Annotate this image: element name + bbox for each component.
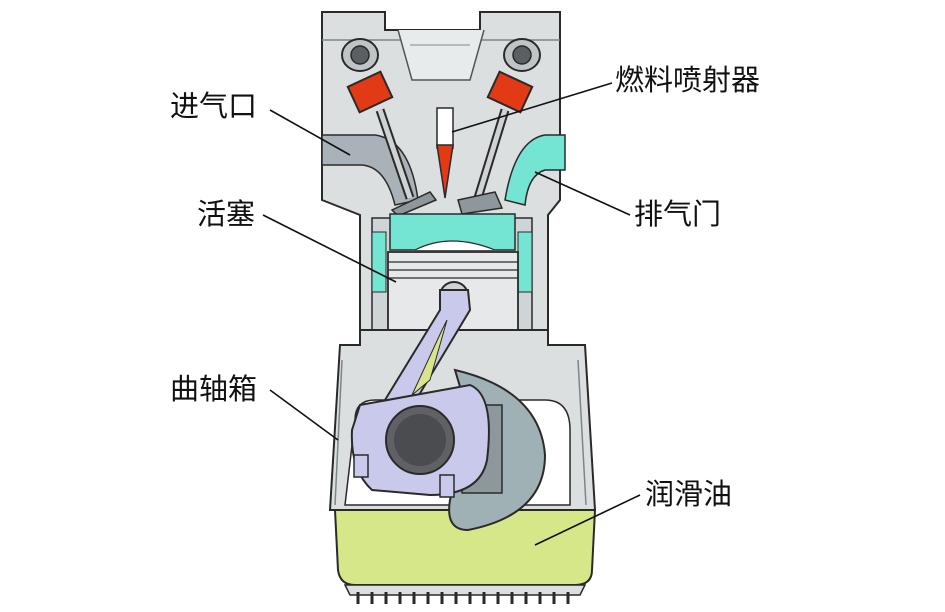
label-piston: 活塞 <box>197 197 256 231</box>
leader-exhaust-valve <box>534 171 631 216</box>
leader-intake-port <box>269 109 351 156</box>
fuel-injector-icon <box>436 107 454 199</box>
camshaft-icon <box>341 38 379 72</box>
label-intake-port: 进气口 <box>170 89 258 123</box>
connecting-rod-icon <box>350 289 490 498</box>
label-fuel-injector: 燃料喷射器 <box>615 63 761 97</box>
leader-lubricating-oil <box>534 494 641 546</box>
camshaft-icon <box>503 38 541 72</box>
label-crankcase: 曲轴箱 <box>170 372 258 406</box>
label-lubricating-oil: 润滑油 <box>645 477 733 511</box>
valve-icon <box>346 70 438 217</box>
leader-lines <box>262 82 641 546</box>
label-exhaust-valve: 排气门 <box>634 197 722 231</box>
leader-fuel-injector <box>451 82 613 133</box>
valve-icon <box>457 70 534 215</box>
leader-crankcase <box>269 389 339 441</box>
exhaust-port-channel <box>504 134 566 206</box>
oil-pan-fins <box>343 584 587 604</box>
combustion-chamber <box>389 213 516 251</box>
leader-piston <box>262 214 397 283</box>
